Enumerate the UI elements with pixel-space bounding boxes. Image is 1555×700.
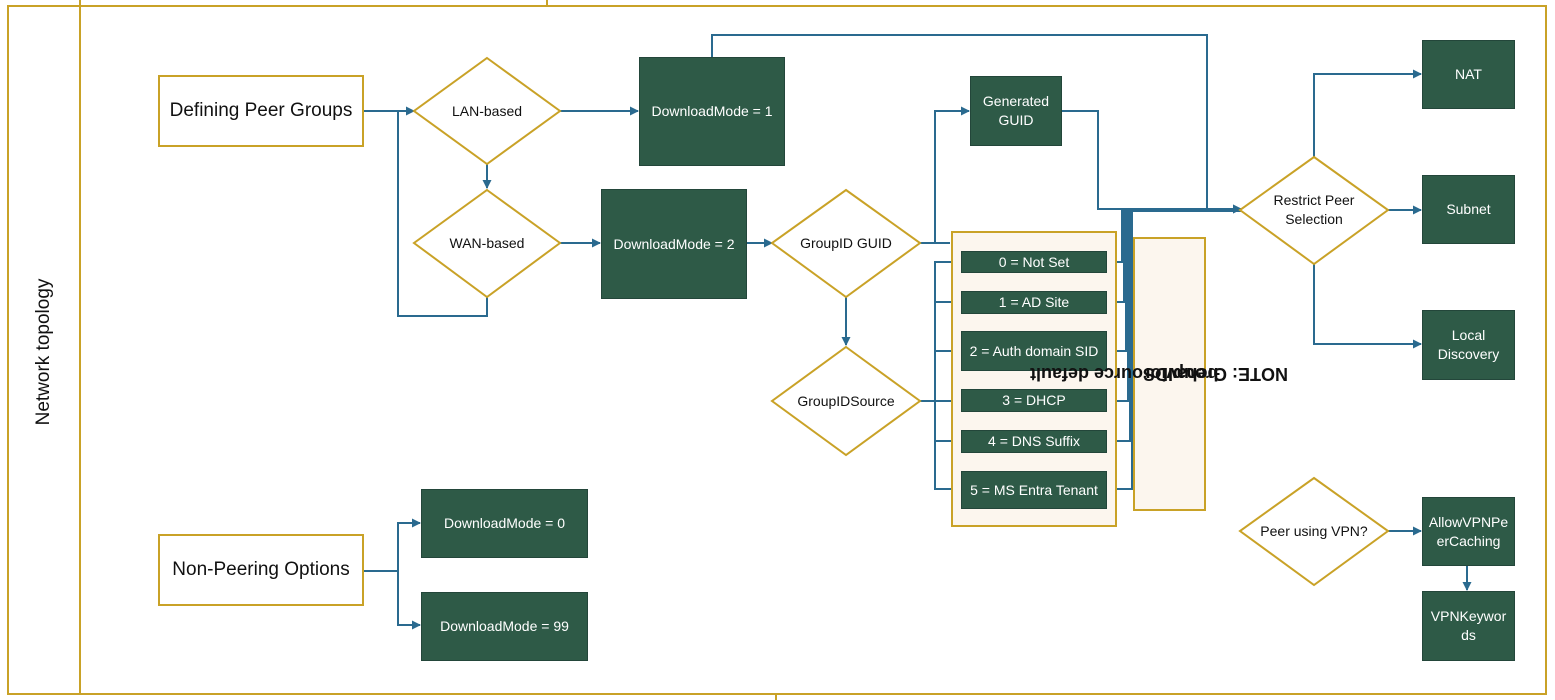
connector xyxy=(397,571,421,630)
peer-using-vpn-decision xyxy=(1238,476,1390,587)
group-id-guid-label: GroupID GUID xyxy=(800,234,892,251)
note-line-2: behavior xyxy=(1143,364,1219,384)
bottom-lane-stub xyxy=(775,693,777,700)
top-lane-stub xyxy=(79,0,81,6)
restrict-line-1: Restrict Peer xyxy=(1273,192,1355,208)
allow-vpn-line-1: AllowVPNPe xyxy=(1428,513,1509,530)
wan-based-decision xyxy=(412,188,562,299)
nat-box: NAT xyxy=(1422,40,1515,109)
vpn-keywords-line-1: VPNKeywor xyxy=(1430,608,1507,624)
restrict-peer-selection-decision xyxy=(1238,155,1390,266)
top-lane-stub xyxy=(546,0,548,6)
wan-based-label: WAN-based xyxy=(449,234,525,251)
note-box xyxy=(1133,237,1206,511)
group-id-source-label: GroupIDSource xyxy=(797,392,895,409)
connector xyxy=(1107,210,1241,490)
swimlane-header-divider xyxy=(79,5,81,695)
subnet-box: Subnet xyxy=(1422,175,1515,244)
download-mode-0-box: DownloadMode = 0 xyxy=(421,489,588,558)
non-peering-options-box: Non-Peering Options xyxy=(158,534,364,606)
group-id-guid-decision xyxy=(770,188,922,299)
option-4-box: 4 = DNS Suffix xyxy=(961,430,1107,453)
local-discovery-line-2: Discovery xyxy=(1437,346,1500,362)
peer-using-vpn-label: Peer using VPN? xyxy=(1260,522,1368,539)
download-mode-1-box: DownloadMode = 1 xyxy=(639,57,785,166)
generated-guid-line-2: GUID xyxy=(998,112,1034,128)
download-mode-99-box: DownloadMode = 99 xyxy=(421,592,588,661)
connector xyxy=(919,106,970,244)
connector xyxy=(363,518,421,572)
option-5-box: 5 = MS Entra Tenant xyxy=(961,471,1107,509)
allow-vpn-line-2: erCaching xyxy=(1436,532,1501,549)
connector xyxy=(1062,110,1242,214)
group-id-source-decision xyxy=(770,345,922,457)
connector xyxy=(1313,264,1422,349)
lan-based-decision xyxy=(412,56,562,166)
lan-based-label: LAN-based xyxy=(451,102,523,119)
defining-peer-groups-box: Defining Peer Groups xyxy=(158,75,364,147)
bottom-lane-border xyxy=(7,693,1547,695)
allow-vpn-peer-caching-box: AllowVPNPe erCaching xyxy=(1422,497,1515,566)
generated-guid-box: Generated GUID xyxy=(970,76,1062,146)
option-3-box: 3 = DHCP xyxy=(961,389,1107,412)
connector xyxy=(397,111,488,317)
download-mode-2-box: DownloadMode = 2 xyxy=(601,189,747,299)
vpn-keywords-box: VPNKeywor ds xyxy=(1422,591,1515,661)
option-2-box: 2 = Auth domain SID xyxy=(961,331,1107,371)
vpn-keywords-line-2: ds xyxy=(1461,627,1476,643)
option-1-box: 1 = AD Site xyxy=(961,291,1107,314)
option-0-box: 0 = Not Set xyxy=(961,251,1107,273)
note-text: NOTE: GroupIDSource default behavior xyxy=(1030,237,1288,511)
local-discovery-box: Local Discovery xyxy=(1422,310,1515,380)
local-discovery-line-1: Local xyxy=(1451,327,1486,343)
connector xyxy=(1313,69,1422,157)
generated-guid-line-1: Generated xyxy=(982,93,1050,109)
restrict-line-2: Selection xyxy=(1285,211,1343,227)
restrict-peer-selection-label: Restrict Peer Selection xyxy=(1254,190,1374,230)
